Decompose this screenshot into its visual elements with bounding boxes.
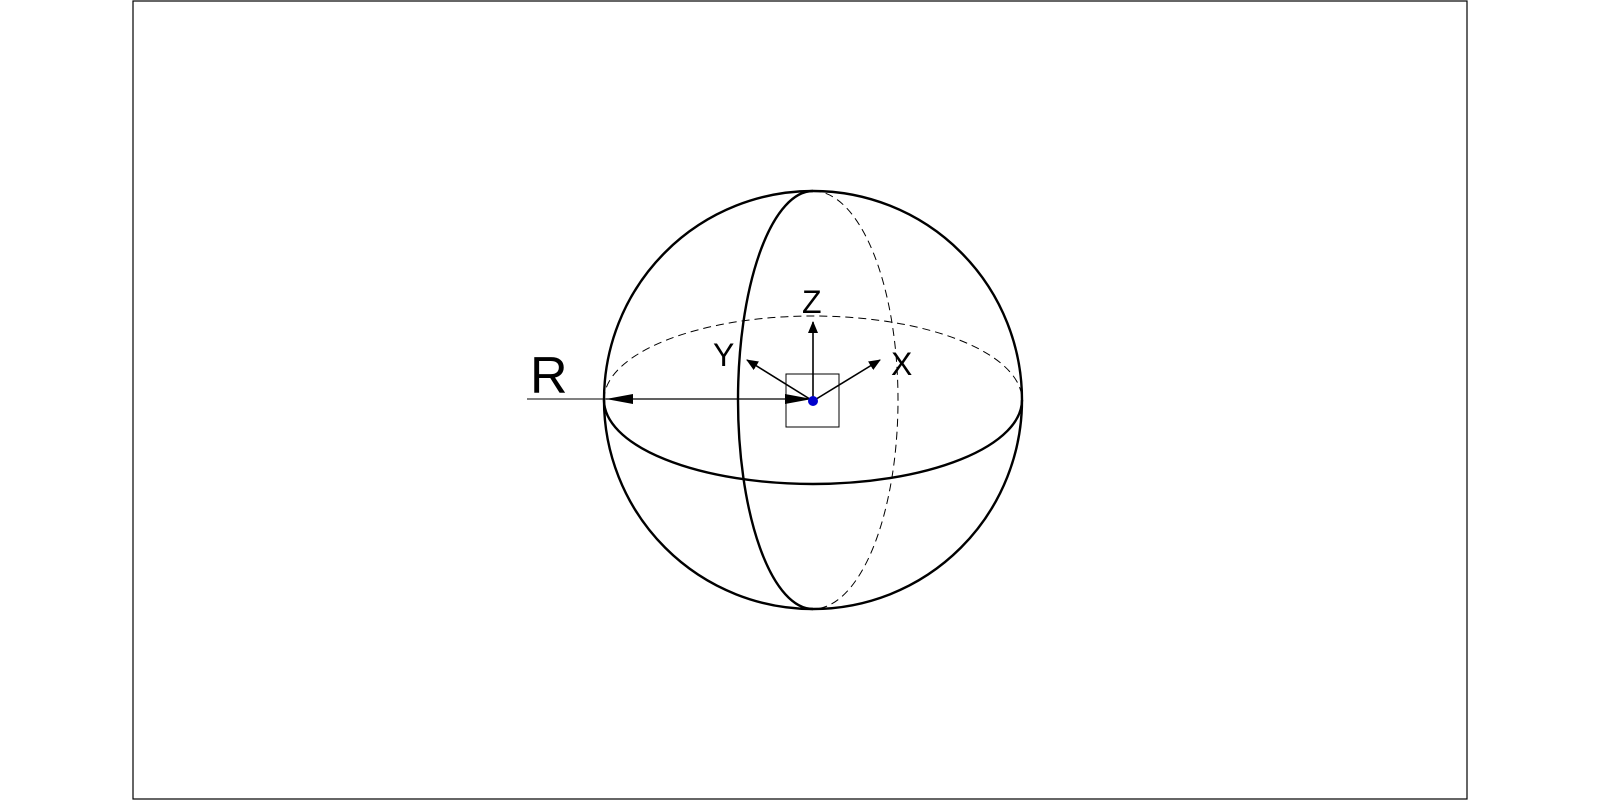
equator-front <box>602 399 1024 486</box>
radius-arrow-left <box>606 394 633 404</box>
meridian-front <box>736 189 814 611</box>
meridian-back-dashed <box>812 190 899 610</box>
y-axis-arrow <box>746 359 814 402</box>
drawing-frame <box>132 0 1468 800</box>
radius-arrow-right <box>785 394 812 404</box>
origin-point <box>808 396 818 406</box>
axis-y-label: Y <box>713 337 734 373</box>
equator-back-dashed <box>603 315 1023 401</box>
axis-x-label: X <box>891 346 912 382</box>
axis-z-label: Z <box>802 284 822 320</box>
radius-label: R <box>530 347 568 405</box>
x-axis-arrow <box>812 359 881 402</box>
